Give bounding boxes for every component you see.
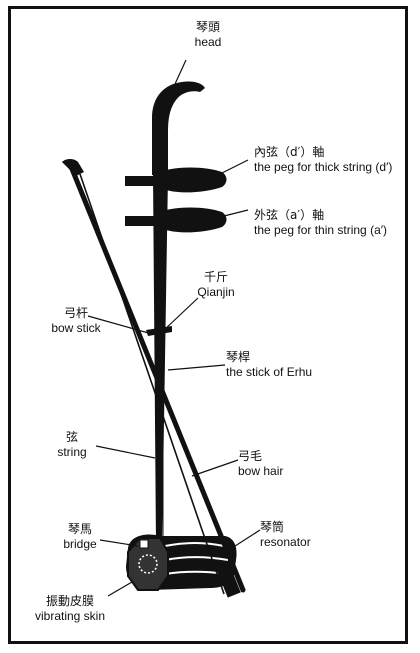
leader-stick (167, 364, 226, 371)
label-qianjin: 千斤 Qianjin (197, 270, 234, 300)
leader-string (95, 445, 156, 459)
leader-qianjin (163, 297, 199, 331)
label-bowstick-zh: 弓杆 (63, 306, 89, 320)
label-bowstick-en: bow stick (51, 321, 101, 335)
label-stick-zh: 琴桿 (226, 350, 251, 364)
label-head-zh: 琴頭 (195, 20, 221, 34)
label-bridge-en: bridge (63, 537, 97, 551)
peg-thin-string (125, 207, 227, 233)
label-resonator: 琴筒 resonator (260, 520, 311, 550)
label-skin-en: vibrating skin (34, 609, 106, 623)
label-resonator-en: resonator (260, 535, 311, 549)
label-bowhair-zh: 弓毛 (238, 449, 263, 463)
leader-skin (107, 581, 133, 597)
erhu-head (152, 81, 205, 176)
label-string: 弦 string (57, 430, 86, 460)
label-resonator-zh: 琴筒 (260, 520, 285, 534)
erhu-instrument (125, 81, 237, 591)
label-peg-thin: 外弦（a′）軸 the peg for thin string (a′) (254, 208, 387, 238)
leader-peg-thin (211, 209, 249, 220)
bow-frog (217, 566, 241, 598)
label-skin: 振動皮膜 vibrating skin (35, 594, 105, 624)
label-string-en: string (57, 445, 87, 459)
label-peg-thick-zh: 內弦（d′）軸 (254, 145, 325, 159)
bow-stick (67, 161, 246, 593)
label-peg-thin-zh: 外弦（a′）軸 (254, 208, 325, 222)
label-qianjin-en: Qianjin (197, 285, 235, 299)
leader-peg-thick (211, 159, 249, 179)
label-bowstick: 弓杆 bow stick (51, 306, 100, 336)
label-bridge-zh: 琴馬 (67, 522, 93, 536)
leader-head (174, 59, 187, 85)
label-peg-thick: 內弦（d′）軸 the peg for thick string (d′) (254, 145, 392, 175)
leader-resonator (231, 529, 261, 549)
erhu-neck (153, 175, 168, 545)
bow (62, 159, 246, 598)
label-head: 琴頭 head (195, 20, 222, 50)
leader-bowstick (87, 315, 153, 335)
leader-bowhair (191, 459, 239, 477)
peg-thick-string (125, 167, 227, 193)
label-qianjin-zh: 千斤 (203, 270, 229, 284)
leader-bridge (99, 539, 139, 547)
label-head-en: head (194, 35, 222, 49)
bow-hair-line (79, 173, 225, 595)
label-string-zh: 弦 (65, 430, 78, 444)
label-stick: 琴桿 the stick of Erhu (226, 350, 312, 380)
erhu-bridge (139, 539, 149, 549)
leader-lines (87, 59, 261, 597)
label-bridge: 琴馬 bridge (63, 522, 96, 552)
label-peg-thin-en: the peg for thin string (a′) (254, 223, 387, 237)
label-bowhair: 弓毛 bow hair (238, 449, 283, 479)
label-skin-zh: 振動皮膜 (45, 594, 94, 608)
label-peg-thick-en: the peg for thick string (d′) (254, 160, 393, 174)
vibrating-skin-face (127, 537, 169, 591)
label-stick-en: the stick of Erhu (226, 365, 313, 379)
label-bowhair-en: bow hair (238, 464, 284, 478)
skin-pattern-center (138, 554, 158, 574)
